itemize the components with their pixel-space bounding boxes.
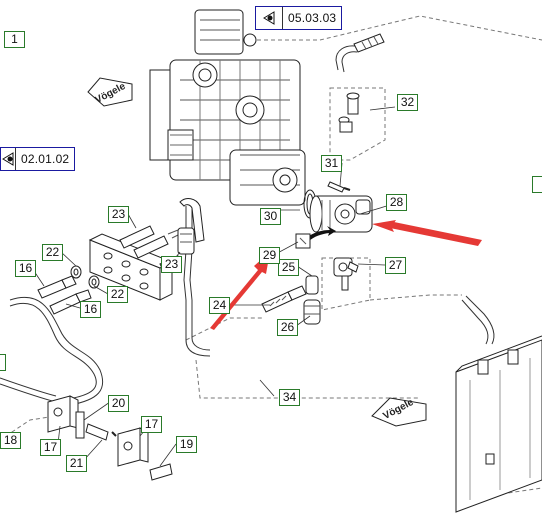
callout-34[interactable]: 34: [279, 389, 300, 406]
engine-pump-assembly: [149, 9, 306, 206]
callout-24[interactable]: 24: [209, 297, 230, 314]
direction-arrow: [306, 226, 336, 242]
callout-30[interactable]: 30: [260, 208, 281, 225]
reference-code: 02.01.02: [21, 152, 70, 166]
callout-22[interactable]: 22: [42, 244, 63, 261]
callout-1[interactable]: 1: [4, 31, 25, 48]
callout-27[interactable]: 27: [385, 257, 406, 274]
logo-arrow-bottom: [371, 397, 427, 427]
callout-29[interactable]: 29: [259, 247, 280, 264]
callout-16[interactable]: 16: [15, 260, 36, 277]
pipe-fitting-32: [338, 33, 385, 133]
elbow-hose-23: [177, 198, 205, 255]
hydraulic-tank: [455, 335, 542, 513]
callout-25[interactable]: 25: [278, 259, 299, 276]
reference-arrow-icon: [256, 7, 283, 29]
reference-box-02-01-02[interactable]: 02.01.02: [0, 147, 76, 171]
gear-pump-28: [309, 195, 373, 233]
callout-partial-right: [532, 176, 542, 193]
callout-32[interactable]: 32: [397, 94, 418, 111]
dashed-boundaries: [0, 15, 542, 501]
callout-18[interactable]: 18: [0, 432, 21, 449]
callout-21[interactable]: 21: [66, 455, 87, 472]
red-arrow-right: [372, 220, 482, 244]
pipe-clamps: [47, 395, 173, 481]
callout-23[interactable]: 23: [161, 256, 182, 273]
callout-19[interactable]: 19: [176, 436, 197, 453]
logo-arrow-top: [87, 77, 133, 107]
callout-28[interactable]: 28: [386, 194, 407, 211]
reference-arrow-icon: [1, 148, 16, 170]
hydraulic-lines: [0, 45, 495, 406]
callout-16[interactable]: 16: [80, 301, 101, 318]
callout-31[interactable]: 31: [321, 155, 342, 172]
callout-20[interactable]: 20: [108, 395, 129, 412]
fittings-16-22: [37, 265, 100, 315]
callout-partial-left: [0, 354, 6, 371]
callout-26[interactable]: 26: [277, 319, 298, 336]
reference-code: 05.03.03: [288, 11, 337, 25]
bolt-31: [327, 181, 351, 193]
callout-23[interactable]: 23: [108, 206, 129, 223]
callout-17[interactable]: 17: [40, 439, 61, 456]
fitting-group-24-26: [261, 233, 321, 325]
callout-17[interactable]: 17: [141, 416, 162, 433]
reference-box-05-03-03[interactable]: 05.03.03: [255, 6, 343, 30]
manifold-plate: [88, 233, 174, 301]
valve-block-27: [333, 257, 359, 291]
callout-22[interactable]: 22: [107, 286, 128, 303]
